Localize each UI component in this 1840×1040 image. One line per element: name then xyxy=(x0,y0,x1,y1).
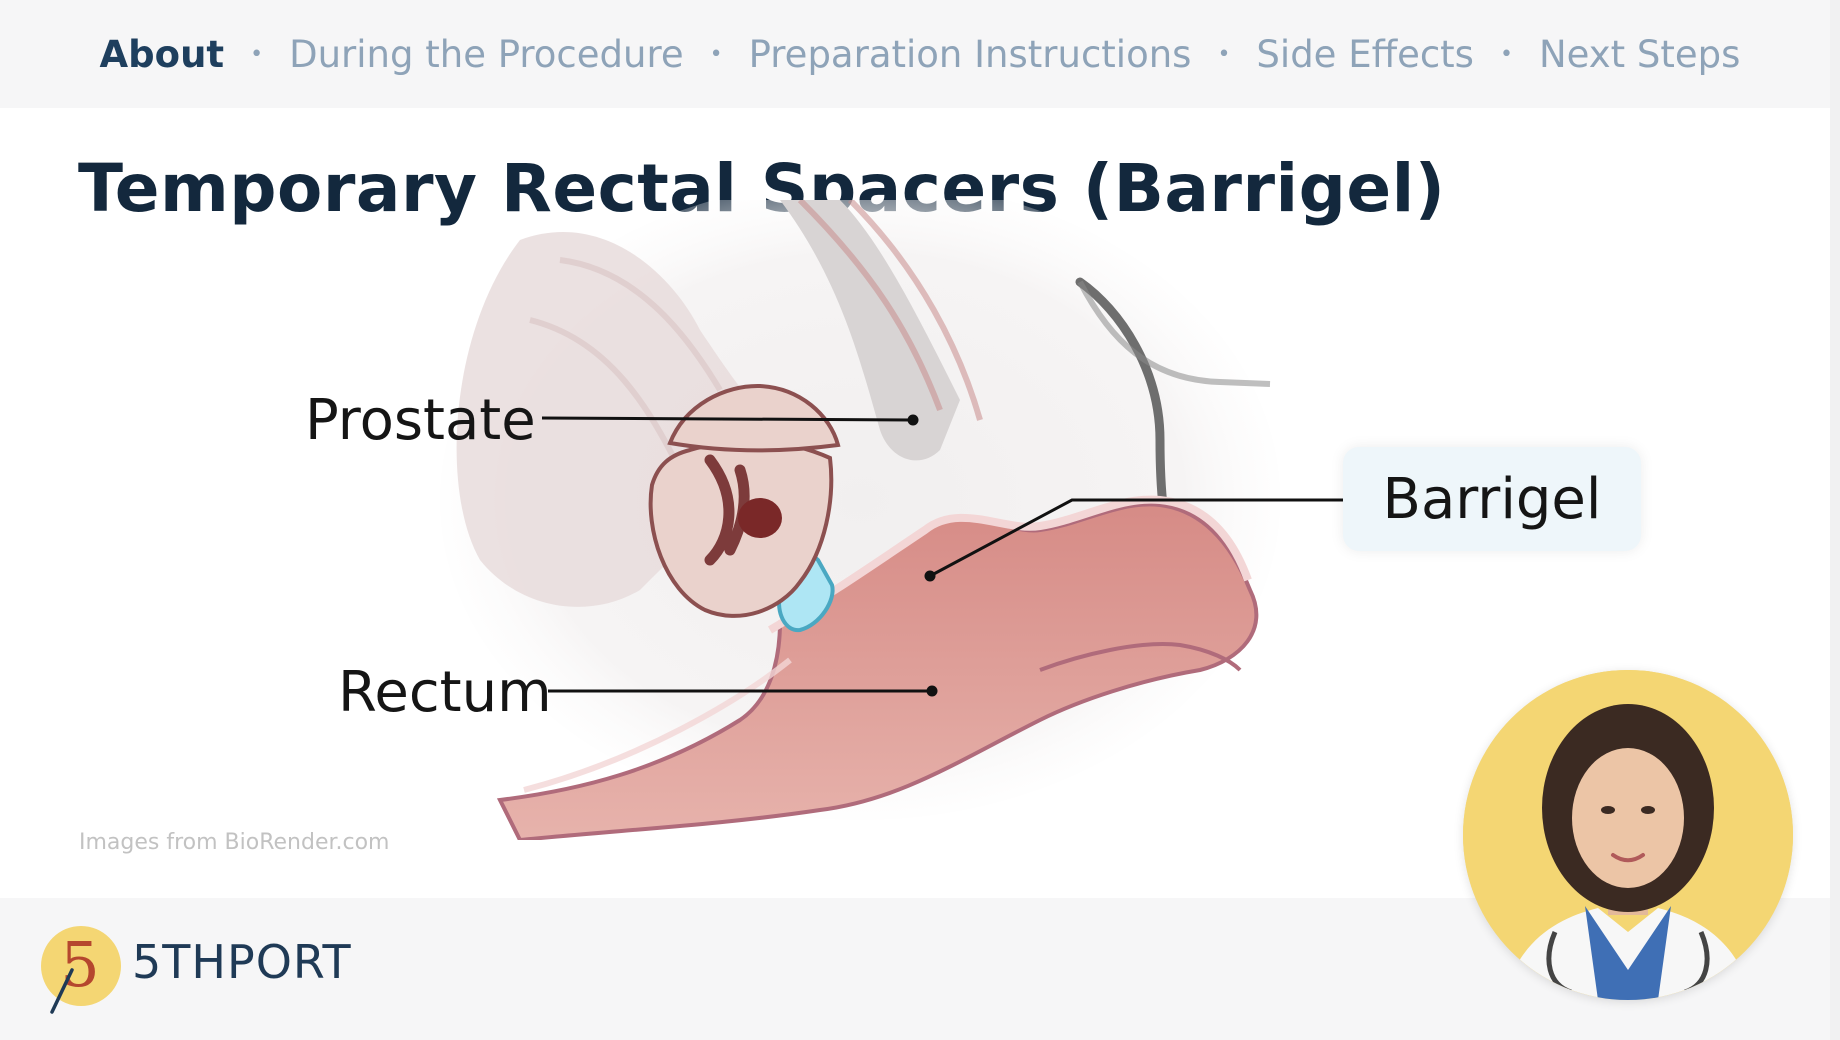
prostate-tumor xyxy=(738,498,782,538)
top-nav: About • During the Procedure • Preparati… xyxy=(0,0,1840,108)
nav-tab-side-effects[interactable]: Side Effects xyxy=(1256,32,1474,76)
mouth xyxy=(1611,853,1645,863)
nav-separator: • xyxy=(250,41,264,67)
nav-tab-preparation-instructions[interactable]: Preparation Instructions xyxy=(748,32,1192,76)
scrubs xyxy=(1585,906,1671,1000)
right-eye xyxy=(1641,806,1655,814)
presenter-avatar-image xyxy=(1463,670,1793,1000)
anatomy-illustration xyxy=(440,200,1280,840)
nav-separator: • xyxy=(1217,41,1231,67)
right-edge-strip xyxy=(1830,0,1840,1040)
prostate-label: Prostate xyxy=(305,388,536,453)
presenter-avatar xyxy=(1463,670,1793,1000)
pubic-bone xyxy=(780,200,960,461)
nav-tab-next-steps[interactable]: Next Steps xyxy=(1538,32,1741,76)
urethra-lines xyxy=(797,200,983,421)
logo-number: 5 xyxy=(60,928,99,1001)
nav-tab-about[interactable]: About xyxy=(99,32,225,76)
logo-circle xyxy=(41,926,121,1006)
skin-line-upper xyxy=(1077,280,1271,387)
image-credit: Images from BioRender.com xyxy=(79,830,390,855)
bladder-folds xyxy=(529,257,723,472)
rectum-label: Rectum xyxy=(338,660,552,725)
logo-stroke xyxy=(50,968,74,1014)
left-eye xyxy=(1601,806,1615,814)
5thport-logo-icon: 5 xyxy=(41,926,121,1014)
rectum-inner-fold xyxy=(1039,642,1242,672)
nav-separator: • xyxy=(709,41,723,67)
lab-coat xyxy=(1503,908,1753,1000)
barrigel-callout: Barrigel xyxy=(1343,447,1641,551)
rectum-lower-highlight xyxy=(523,657,792,793)
nav-tab-during-the-procedure[interactable]: During the Procedure xyxy=(289,32,684,76)
barrigel-label: Barrigel xyxy=(1382,466,1602,532)
face xyxy=(1572,748,1684,888)
nav-separator: • xyxy=(1499,41,1513,67)
brand-name: 5THPORT xyxy=(132,935,352,989)
